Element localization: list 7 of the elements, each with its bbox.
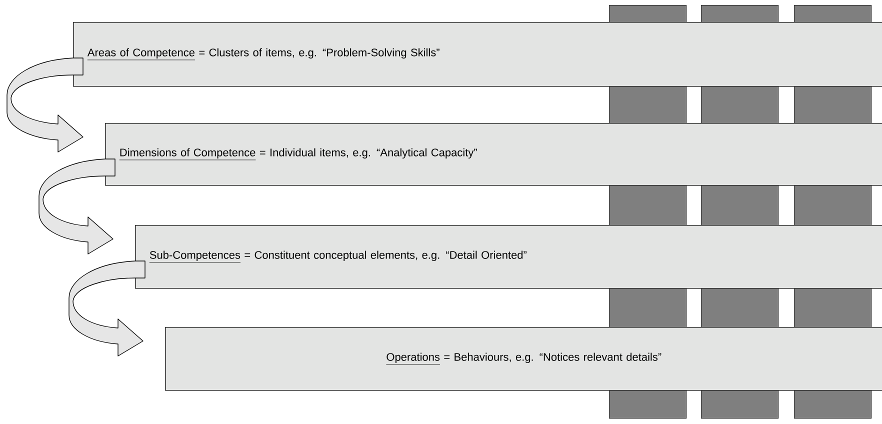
band-box: Operations = Behaviours, e.g. “Notices relevant details”: [165, 327, 882, 391]
curved-arrow: [68, 260, 146, 356]
band-box: Sub-Competences = Constituent conceptual elements, e.g. “Detail Oriented”: [135, 225, 882, 289]
curved-arrow: [38, 158, 116, 254]
band-box: Areas of Competence = Clusters of items, e.g. “Problem-Solving Skills”: [73, 22, 882, 87]
band-box: Dimensions of Competence = Individual items, e.g. “Analytical Capacity”: [105, 123, 882, 186]
curved-arrow: [6, 58, 84, 152]
